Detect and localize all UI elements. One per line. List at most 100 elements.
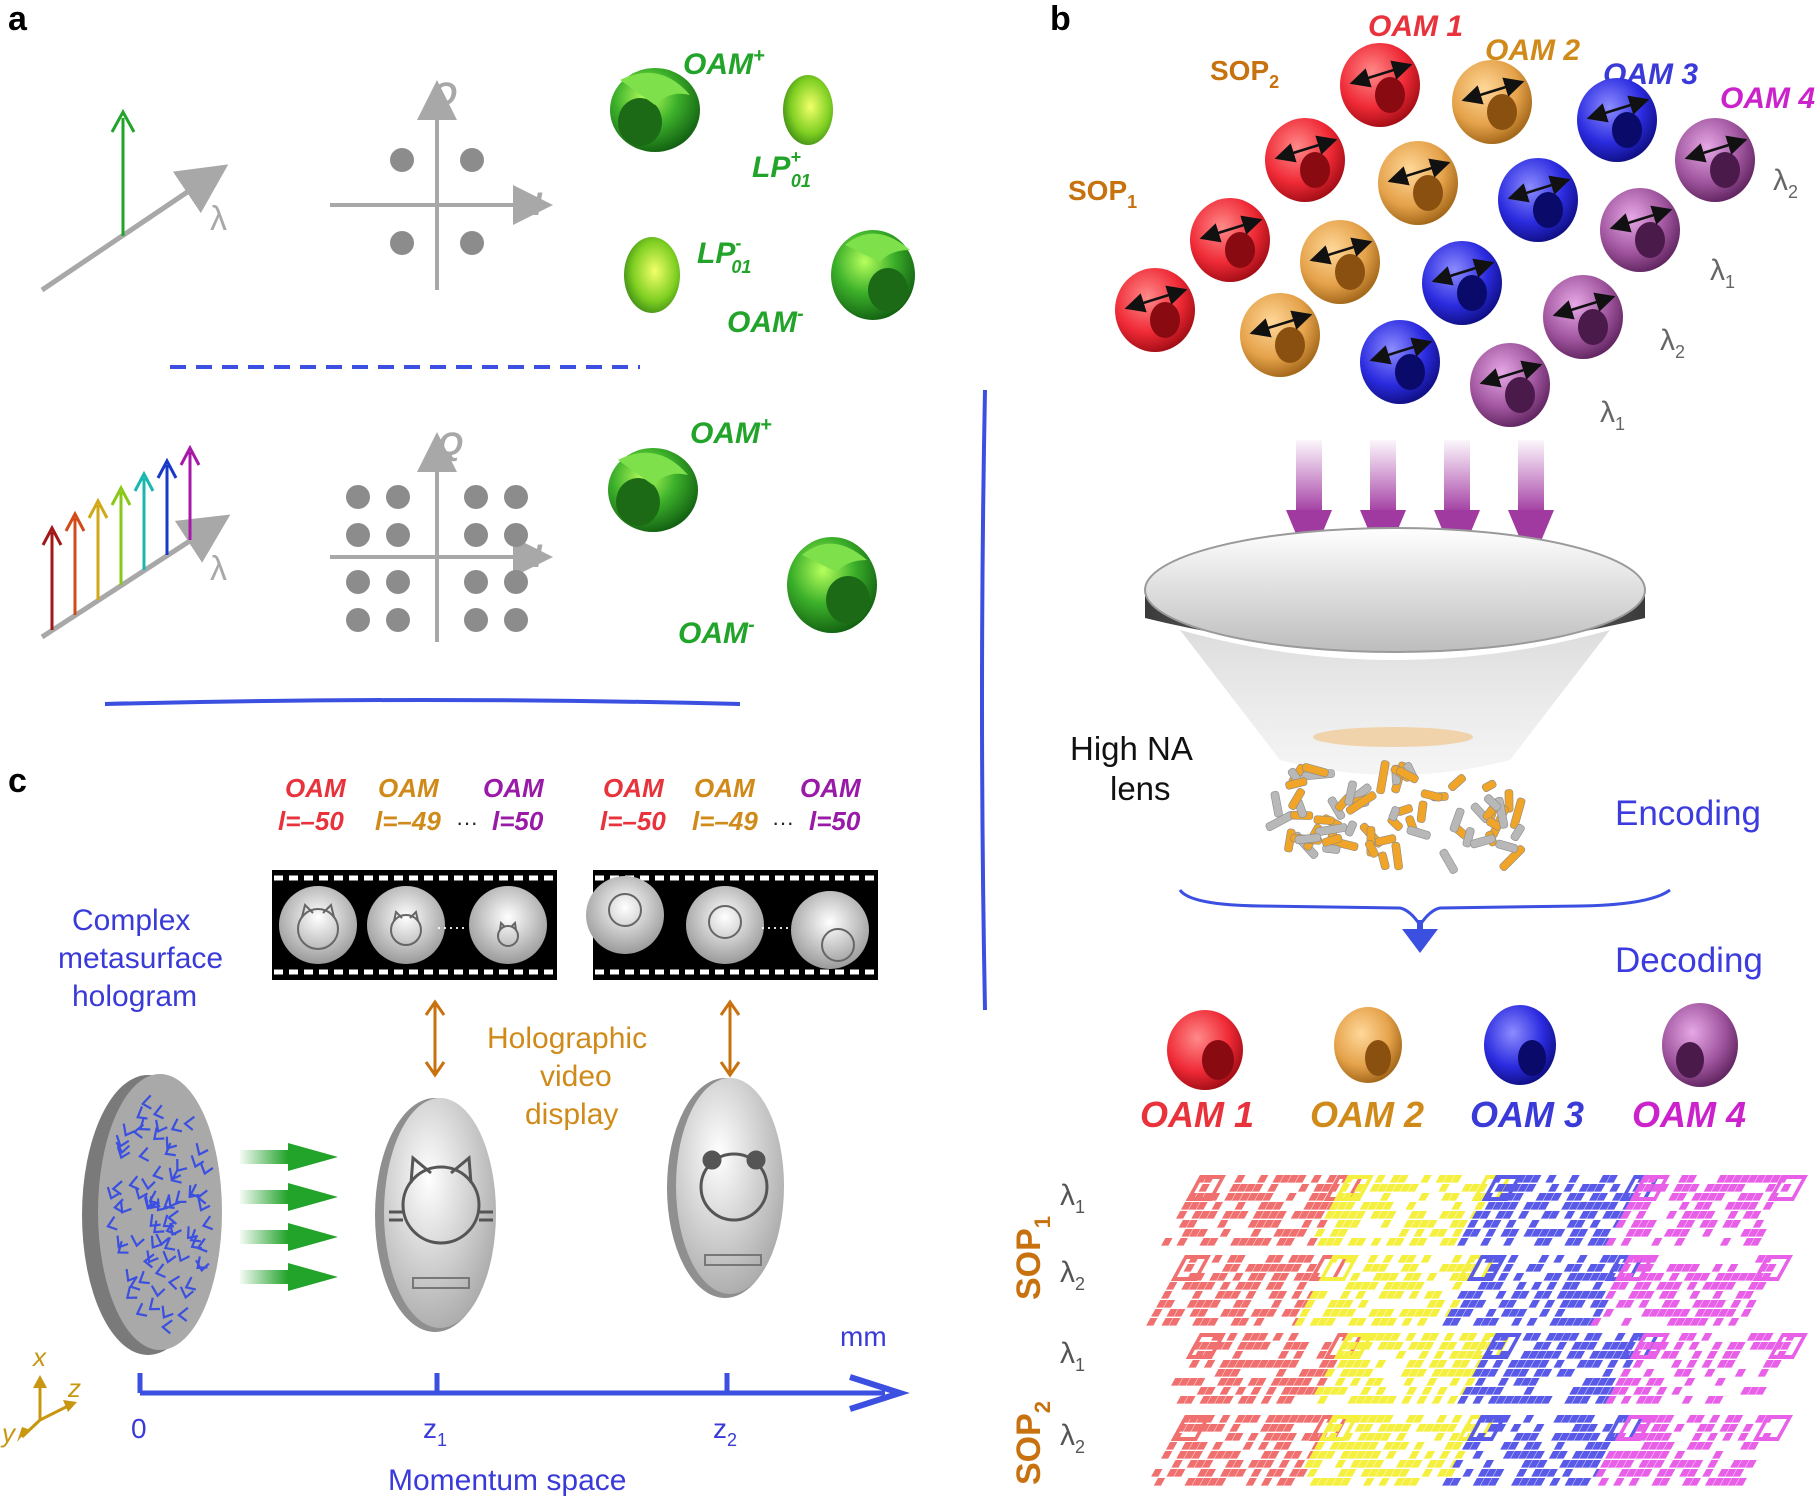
panda-icon — [699, 1150, 769, 1222]
panel-a-bottom-constellation: Q I — [330, 426, 553, 642]
qr-tile — [1605, 1175, 1808, 1246]
oam-label-1: OAM 1 — [1368, 10, 1463, 43]
panel-a-top-constellation: Q I — [330, 76, 553, 290]
decoded-label-4: OAM 4 — [1632, 1094, 1746, 1135]
video2-label-0-bottom: l=–50 — [600, 806, 666, 836]
lp-minus-label: LP-01 — [697, 233, 751, 277]
oam-plus-label: OAM+ — [683, 45, 765, 81]
panel-b-oam-labels: OAM 1 OAM 2 OAM 3 OAM 4 SOP2 SOP1 λ2 λ1 … — [1068, 10, 1815, 434]
hologram-label-1: Complex — [72, 904, 190, 937]
display-plane-cat — [375, 1098, 496, 1332]
helix-beam-icon — [1300, 220, 1380, 304]
qr-lambda2-a: λ2 — [1060, 1256, 1085, 1294]
lambda-label-top: λ — [210, 200, 227, 238]
panel-label-c: c — [8, 762, 27, 800]
helix-beam-icon — [1378, 141, 1458, 225]
helix-beam-icon — [1265, 118, 1345, 202]
coord-z: z — [67, 1373, 81, 1403]
helix-beam-icon — [1422, 241, 1502, 325]
lambda-label-bottom: λ — [210, 550, 227, 588]
helix-beam-icon — [1115, 268, 1195, 352]
qr-tile — [1590, 1255, 1793, 1326]
tick-0: 0 — [131, 1413, 147, 1444]
helix-beam-icon — [1340, 43, 1420, 127]
decoded-oam4-icon — [1662, 1003, 1738, 1087]
helix-beam-icon — [1360, 320, 1440, 404]
helix-beam-icon — [1577, 78, 1657, 162]
film1-ellipsis: ····· — [436, 917, 466, 937]
video2-label-0-top: OAM — [603, 773, 665, 803]
coordinate-system-icon: x z y — [0, 1342, 81, 1448]
qr-tile — [1314, 1175, 1512, 1246]
helix-beam-icon — [1600, 188, 1680, 272]
decoded-label-3: OAM 3 — [1470, 1094, 1584, 1135]
video1-label-0-top: OAM — [285, 773, 347, 803]
helix-beam-icon — [1543, 275, 1623, 359]
meta-atoms — [106, 1094, 214, 1335]
propagation-axis: 0 z1 z2 mm Momentum space — [131, 1321, 910, 1497]
video1-label-0-bottom: l=–50 — [278, 806, 344, 836]
lambda1-label-a: λ1 — [1710, 254, 1735, 292]
down-arrow-icon — [1402, 920, 1438, 953]
panel-label-b: b — [1050, 0, 1071, 38]
q-axis-label-bottom: Q — [438, 426, 463, 462]
video2-oam-labels: OAM l=–50 OAM l=–49 ··· OAM l=50 — [600, 773, 862, 836]
qr-tile — [1151, 1415, 1349, 1486]
tick-z2: z2 — [713, 1413, 737, 1450]
decoded-labels: OAM 1 OAM 2 OAM 3 OAM 4 — [1140, 1094, 1746, 1135]
display-label-2: video — [540, 1060, 612, 1093]
decoding-label: Decoding — [1615, 941, 1763, 980]
qr-tile — [1442, 1255, 1645, 1326]
qr-tile — [1304, 1415, 1497, 1486]
i-axis-label-bottom: I — [533, 538, 543, 574]
lambda1-label-b: λ1 — [1600, 396, 1625, 434]
qr-lambda1-a: λ1 — [1060, 1179, 1085, 1217]
qr-sop2-label: SOP2 — [1010, 1401, 1055, 1485]
lens-label-line2: lens — [1110, 770, 1171, 807]
helix-beam-icon — [1452, 60, 1532, 144]
decoded-helices — [1167, 1003, 1738, 1090]
panel-a-bottom-spectrum: λ — [40, 444, 231, 640]
video1-oam-labels: OAM l=–50 OAM l=–49 ··· OAM l=50 — [278, 773, 545, 836]
video2-label-2-top: OAM — [800, 773, 862, 803]
metasurface-disk — [82, 1074, 222, 1355]
encoding-label: Encoding — [1615, 794, 1761, 833]
video1-ellipsis: ··· — [456, 810, 478, 835]
oam-plus-label-bottom: OAM+ — [690, 414, 772, 450]
panel-a-top-modes: OAM+ LP+01 LP-01 OAM- — [610, 45, 915, 339]
cat-icon — [389, 1154, 493, 1245]
helix-beam-icon — [1240, 293, 1320, 377]
qr-tile — [1605, 1333, 1808, 1404]
qr-lambda1-b: λ1 — [1060, 1337, 1085, 1375]
lens-label-line1: High NA — [1070, 730, 1193, 767]
video1-label-1-top: OAM — [378, 773, 440, 803]
q-axis-label-top: Q — [432, 76, 457, 112]
i-axis-label-top: I — [533, 186, 543, 222]
display-label-1: Holographic — [487, 1022, 647, 1055]
coord-x: x — [31, 1342, 47, 1372]
lp-plus-label: LP+01 — [752, 147, 811, 191]
oam-minus-label-bottom: OAM- — [678, 614, 755, 650]
oam-label-4: OAM 4 — [1720, 82, 1815, 115]
display-label-3: display — [525, 1098, 618, 1131]
decoded-oam3-icon — [1484, 1005, 1556, 1085]
qr-code-holograms — [1146, 1175, 1808, 1486]
encoded-oam-beams — [1115, 43, 1755, 427]
video2-label-1-bottom: l=–49 — [692, 806, 758, 836]
decoded-label-2: OAM 2 — [1310, 1094, 1424, 1135]
green-illumination-arrows — [240, 1143, 338, 1291]
axis-unit: mm — [840, 1321, 887, 1352]
oam-plus-helix-icon-bottom — [608, 448, 698, 532]
qr-tile — [1457, 1175, 1660, 1246]
hologram-label-2: metasurface — [58, 942, 223, 975]
lp-plus-spot-icon — [783, 75, 833, 145]
lp-minus-spot-icon — [624, 237, 680, 313]
oam-plus-helix-icon — [610, 68, 700, 152]
lambda2-label-a: λ2 — [1773, 164, 1798, 202]
video2-label-2-bottom: l=50 — [809, 806, 861, 836]
axis-title: Momentum space — [388, 1464, 626, 1497]
film-strip-cat: ····· — [272, 870, 557, 980]
panel-a-bottom-modes: OAM+ OAM- — [608, 414, 877, 650]
sop2-label: SOP2 — [1210, 55, 1279, 92]
